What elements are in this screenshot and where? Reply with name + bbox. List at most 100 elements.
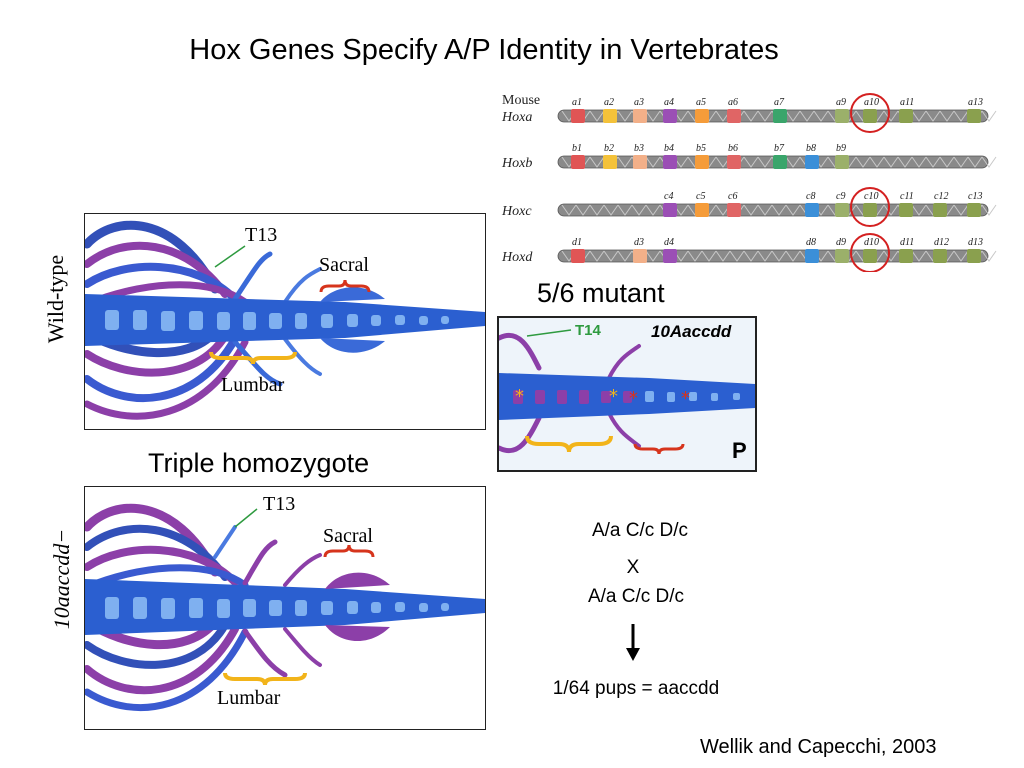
cross-result: 1/64 pups = aaccdd bbox=[552, 678, 720, 699]
gene-box-a3 bbox=[633, 109, 647, 123]
wildtype-t13-label: T13 bbox=[245, 224, 278, 246]
citation: Wellik and Capecchi, 2003 bbox=[700, 736, 937, 758]
gene-label-b1: b1 bbox=[572, 143, 582, 154]
gene-box-d9 bbox=[835, 249, 849, 263]
gene-label-a11: a11 bbox=[900, 97, 914, 108]
gene-box-d1 bbox=[571, 249, 585, 263]
gene-box-d13 bbox=[967, 249, 981, 263]
svg-text:*: * bbox=[515, 386, 524, 407]
gene-box-a7 bbox=[773, 109, 787, 123]
species-label: Mouse bbox=[502, 93, 540, 108]
wildtype-skeleton-image bbox=[85, 220, 485, 420]
gene-box-a5 bbox=[695, 109, 709, 123]
svg-text:*: * bbox=[629, 388, 638, 409]
gene-box-a13 bbox=[967, 109, 981, 123]
gene-label-b7: b7 bbox=[774, 143, 785, 154]
mutant-t14-label: T14 bbox=[575, 322, 601, 339]
gene-label-d1: d1 bbox=[572, 237, 582, 248]
cross-parent2: A/a C/c D/c bbox=[587, 586, 685, 607]
gene-box-b4 bbox=[663, 155, 677, 169]
mutant-corner-letter: P bbox=[732, 438, 747, 463]
gene-label-c10: c10 bbox=[864, 191, 878, 202]
wildtype-sacral-label: Sacral bbox=[319, 254, 369, 276]
cross-parent1: A/a C/c D/c bbox=[591, 520, 689, 541]
slide-title: Hox Genes Specify A/P Identity in Verteb… bbox=[189, 34, 779, 66]
gene-box-c5 bbox=[695, 203, 709, 217]
wildtype-side-label: Wild-type bbox=[43, 254, 68, 344]
triple-lumbar-label: Lumbar bbox=[217, 687, 281, 709]
gene-box-c4 bbox=[663, 203, 677, 217]
gene-label-a2: a2 bbox=[604, 97, 614, 108]
gene-label-a4: a4 bbox=[664, 97, 674, 108]
triple-heading: Triple homozygote bbox=[148, 448, 370, 478]
gene-label-c13: c13 bbox=[968, 191, 982, 202]
triple-side-label: 10aaccdd− bbox=[49, 528, 74, 630]
svg-text:*: * bbox=[681, 388, 690, 409]
gene-label-d10: d10 bbox=[864, 237, 879, 248]
triple-skeleton-panel: T13 Sacral Lumbar bbox=[84, 486, 486, 730]
gene-label-a3: a3 bbox=[634, 97, 644, 108]
gene-label-d9: d9 bbox=[836, 237, 846, 248]
mutant-genotype-label: 10Aaccdd bbox=[651, 322, 732, 341]
cross-symbol: X bbox=[626, 557, 640, 578]
gene-box-a6 bbox=[727, 109, 741, 123]
gene-box-a10 bbox=[863, 109, 877, 123]
gene-label-c11: c11 bbox=[900, 191, 914, 202]
gene-label-a9: a9 bbox=[836, 97, 846, 108]
gene-box-d8 bbox=[805, 249, 819, 263]
cluster-name-hoxb: Hoxb bbox=[501, 156, 532, 171]
cluster-name-hoxa: Hoxa bbox=[501, 110, 532, 125]
gene-box-c10 bbox=[863, 203, 877, 217]
gene-box-d11 bbox=[899, 249, 913, 263]
gene-box-a11 bbox=[899, 109, 913, 123]
gene-box-d4 bbox=[663, 249, 677, 263]
highlight-circle-a10 bbox=[850, 93, 890, 133]
gene-box-d12 bbox=[933, 249, 947, 263]
gene-label-c4: c4 bbox=[664, 191, 673, 202]
gene-box-c8 bbox=[805, 203, 819, 217]
mutant-skeleton-image: * * * * bbox=[499, 318, 755, 470]
mutant-skeleton-panel: * * * * T14 10Aaccdd P bbox=[497, 316, 757, 472]
gene-label-a7: a7 bbox=[774, 97, 785, 108]
gene-label-d13: d13 bbox=[968, 237, 983, 248]
gene-box-b7 bbox=[773, 155, 787, 169]
cluster-name-hoxd: Hoxd bbox=[501, 250, 533, 265]
gene-label-b9: b9 bbox=[836, 143, 846, 154]
gene-label-b3: b3 bbox=[634, 143, 644, 154]
triple-t13-label: T13 bbox=[263, 493, 296, 515]
gene-label-d12: d12 bbox=[934, 237, 949, 248]
gene-label-a5: a5 bbox=[696, 97, 706, 108]
gene-label-b6: b6 bbox=[728, 143, 738, 154]
gene-box-b6 bbox=[727, 155, 741, 169]
gene-box-b8 bbox=[805, 155, 819, 169]
gene-box-b9 bbox=[835, 155, 849, 169]
wildtype-lumbar-label: Lumbar bbox=[221, 374, 285, 396]
gene-label-a6: a6 bbox=[728, 97, 738, 108]
gene-box-b1 bbox=[571, 155, 585, 169]
gene-label-c8: c8 bbox=[806, 191, 815, 202]
highlight-circle-c10 bbox=[850, 187, 890, 227]
gene-label-c9: c9 bbox=[836, 191, 845, 202]
gene-box-b2 bbox=[603, 155, 617, 169]
wildtype-skeleton-panel: T13 Sacral Lumbar bbox=[84, 213, 486, 430]
gene-box-c12 bbox=[933, 203, 947, 217]
down-arrow-icon bbox=[624, 624, 642, 667]
gene-box-c13 bbox=[967, 203, 981, 217]
gene-label-d8: d8 bbox=[806, 237, 816, 248]
triple-sacral-label: Sacral bbox=[323, 525, 373, 547]
gene-box-c11 bbox=[899, 203, 913, 217]
gene-box-d10 bbox=[863, 249, 877, 263]
gene-box-b3 bbox=[633, 155, 647, 169]
gene-box-d3 bbox=[633, 249, 647, 263]
gene-label-b4: b4 bbox=[664, 143, 674, 154]
gene-box-a9 bbox=[835, 109, 849, 123]
gene-box-c9 bbox=[835, 203, 849, 217]
gene-label-a10: a10 bbox=[864, 97, 879, 108]
gene-label-c12: c12 bbox=[934, 191, 948, 202]
gene-label-a1: a1 bbox=[572, 97, 582, 108]
gene-box-b5 bbox=[695, 155, 709, 169]
svg-text:*: * bbox=[609, 386, 618, 407]
gene-label-b5: b5 bbox=[696, 143, 706, 154]
gene-label-d4: d4 bbox=[664, 237, 674, 248]
